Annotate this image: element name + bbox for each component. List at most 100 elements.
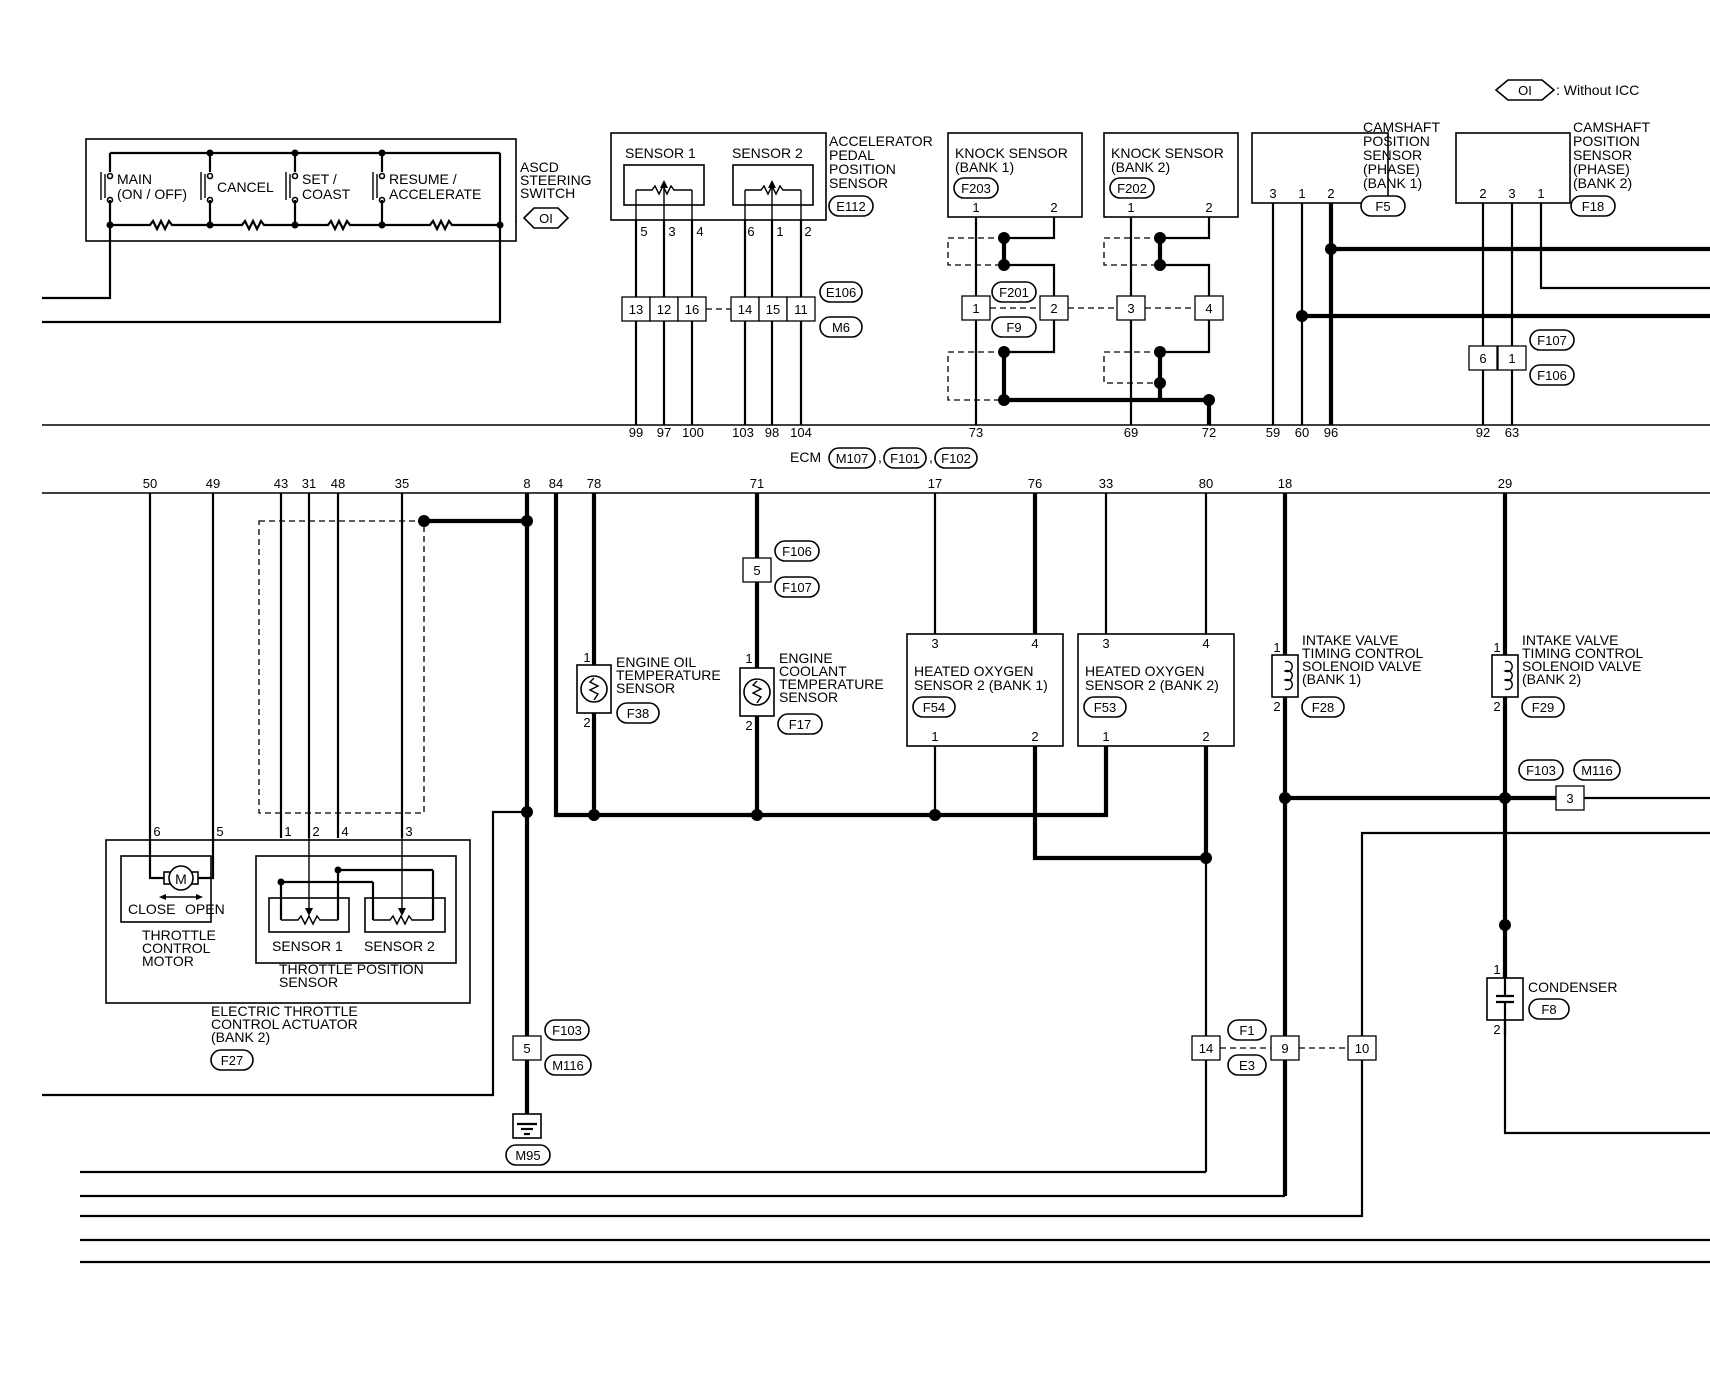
junction-dot xyxy=(521,515,533,527)
ivt2-title: INTAKE VALVE xyxy=(1522,632,1618,648)
pin-label: 1 xyxy=(776,224,783,239)
pin-label: 1 xyxy=(745,651,752,666)
ecm-pin: 100 xyxy=(682,425,704,440)
ecm-pin: 35 xyxy=(395,476,409,491)
ascd-title: STEERING xyxy=(520,172,592,188)
ivt1-title: SOLENOID VALVE xyxy=(1302,658,1421,674)
ecm-pin: 48 xyxy=(331,476,345,491)
cmp1-code-badge xyxy=(1360,195,1406,217)
cmp2-title: (BANK 2) xyxy=(1573,175,1632,191)
connector-code: M6 xyxy=(832,320,850,335)
connector-code-badge xyxy=(819,281,863,303)
ascd-title: SWITCH xyxy=(520,185,575,201)
pin-label: 2 xyxy=(583,715,590,730)
connector-pin-box xyxy=(786,296,816,322)
condenser-title: CONDENSER xyxy=(1528,979,1617,995)
connector-code: M116 xyxy=(1581,763,1613,778)
pin-label: 1 xyxy=(972,301,979,316)
ecm-pin: 49 xyxy=(206,476,220,491)
ho2s2-code: F53 xyxy=(1094,700,1116,715)
oil-temp-title: ENGINE OIL xyxy=(616,654,696,670)
ecm-pin: 50 xyxy=(143,476,157,491)
ivt2-title: SOLENOID VALVE xyxy=(1522,658,1641,674)
switch-terminal xyxy=(291,172,299,180)
ivt1-code-badge xyxy=(1301,696,1345,718)
pin-label: 2 xyxy=(312,824,319,839)
pin-label: 5 xyxy=(523,1041,530,1056)
knock-sensor-bank2: KNOCK SENSOR (BANK 2) F202 1 2 xyxy=(1103,132,1239,218)
connector-code-badge xyxy=(774,540,820,562)
ecm-pin: 18 xyxy=(1278,476,1292,491)
ecm-pin: 80 xyxy=(1199,476,1213,491)
wiper-arrow xyxy=(768,180,776,188)
pin-label: 1 xyxy=(1102,729,1109,744)
ecm-code-2: F101 xyxy=(890,451,920,466)
actuator-code-badge xyxy=(210,1049,254,1071)
ecm-pin: 104 xyxy=(790,425,812,440)
motor-letter: M xyxy=(175,871,187,887)
knock-sensor-box xyxy=(947,132,1083,218)
pin-label: 2 xyxy=(1479,186,1486,201)
cmp1-title: SENSOR xyxy=(1363,147,1422,163)
ground-code: M95 xyxy=(515,1148,540,1163)
pin-label: 1 xyxy=(1508,351,1515,366)
connector-code: F107 xyxy=(782,580,812,595)
ecm-pin: 99 xyxy=(629,425,643,440)
junction-dot xyxy=(998,346,1010,358)
junction-dot xyxy=(1154,259,1166,271)
heated-oxygen-sensor-2-bank1: 3 4 HEATED OXYGEN SENSOR 2 (BANK 1) F54 … xyxy=(906,493,1206,861)
ecm-pin: 103 xyxy=(732,425,754,440)
wire xyxy=(42,810,527,1097)
arrow-right-icon xyxy=(196,894,203,900)
shield-wire xyxy=(1032,746,1206,861)
wire xyxy=(148,838,164,880)
cmp2-title: POSITION xyxy=(1573,133,1640,149)
motor-open-label: OPEN xyxy=(185,901,225,917)
pin-label: 3 xyxy=(405,824,412,839)
connector-code: F106 xyxy=(1537,368,1567,383)
coolant-temp-title: TEMPERATURE xyxy=(779,676,884,692)
pin-label: 11 xyxy=(794,302,808,317)
ivt2-code-badge xyxy=(1521,696,1565,718)
junction-dot xyxy=(277,878,285,886)
pin-label: 2 xyxy=(745,718,752,733)
cmp1-title: (PHASE) xyxy=(1363,161,1420,177)
switch-terminal xyxy=(378,172,386,180)
pin-label: 10 xyxy=(1355,1041,1369,1056)
knock1-code: F203 xyxy=(961,181,991,196)
ivt1-title: (BANK 1) xyxy=(1302,671,1361,687)
legend-code: OI xyxy=(1518,83,1532,98)
shield-dashed xyxy=(1103,237,1160,266)
wire xyxy=(1539,203,1710,290)
knock2-title: KNOCK SENSOR xyxy=(1111,145,1224,161)
ascd-code-sep: : xyxy=(514,210,518,226)
ecm-pin: 97 xyxy=(657,425,671,440)
junction-dot xyxy=(418,515,430,527)
ecm-pin: 60 xyxy=(1295,425,1309,440)
cmp2-code: F18 xyxy=(1582,199,1604,214)
ascd-switch-label: COAST xyxy=(302,186,351,202)
engine-oil-temperature-sensor: 1 2 ENGINE OIL TEMPERATURE SENSOR F38 xyxy=(576,493,721,815)
connector-code-badge xyxy=(774,576,820,598)
ecm-pin: 73 xyxy=(969,425,983,440)
wire xyxy=(1160,320,1211,354)
pin-label: 5 xyxy=(753,563,760,578)
knock-sensor-wiring: 1 2 3 4 F201 F9 xyxy=(947,217,1224,425)
ascd-title: ASCD xyxy=(520,159,559,175)
resistor xyxy=(110,218,210,232)
shield-dashed xyxy=(947,351,1004,401)
camshaft-position-sensor-bank1: 3 1 2 CAMSHAFT POSITION SENSOR (PHASE) (… xyxy=(1251,119,1710,425)
junction-dot xyxy=(378,221,386,229)
junction-dot xyxy=(291,149,299,157)
ho2s1-title: SENSOR 2 (BANK 1) xyxy=(914,677,1048,693)
cmp2-title: (PHASE) xyxy=(1573,161,1630,177)
ecm-code-sep-2: , xyxy=(929,449,933,465)
wire xyxy=(1160,217,1211,240)
ecm-label: ECM M107 , F101 , F102 xyxy=(790,447,978,469)
resistor xyxy=(382,218,500,232)
ecm-pin: 33 xyxy=(1099,476,1113,491)
pin-label: 1 xyxy=(972,200,979,215)
coolant-temp-title: COOLANT xyxy=(779,663,847,679)
camshaft-position-sensor-bank2: 2 3 1 CAMSHAFT POSITION SENSOR (PHASE) (… xyxy=(1455,119,1710,425)
